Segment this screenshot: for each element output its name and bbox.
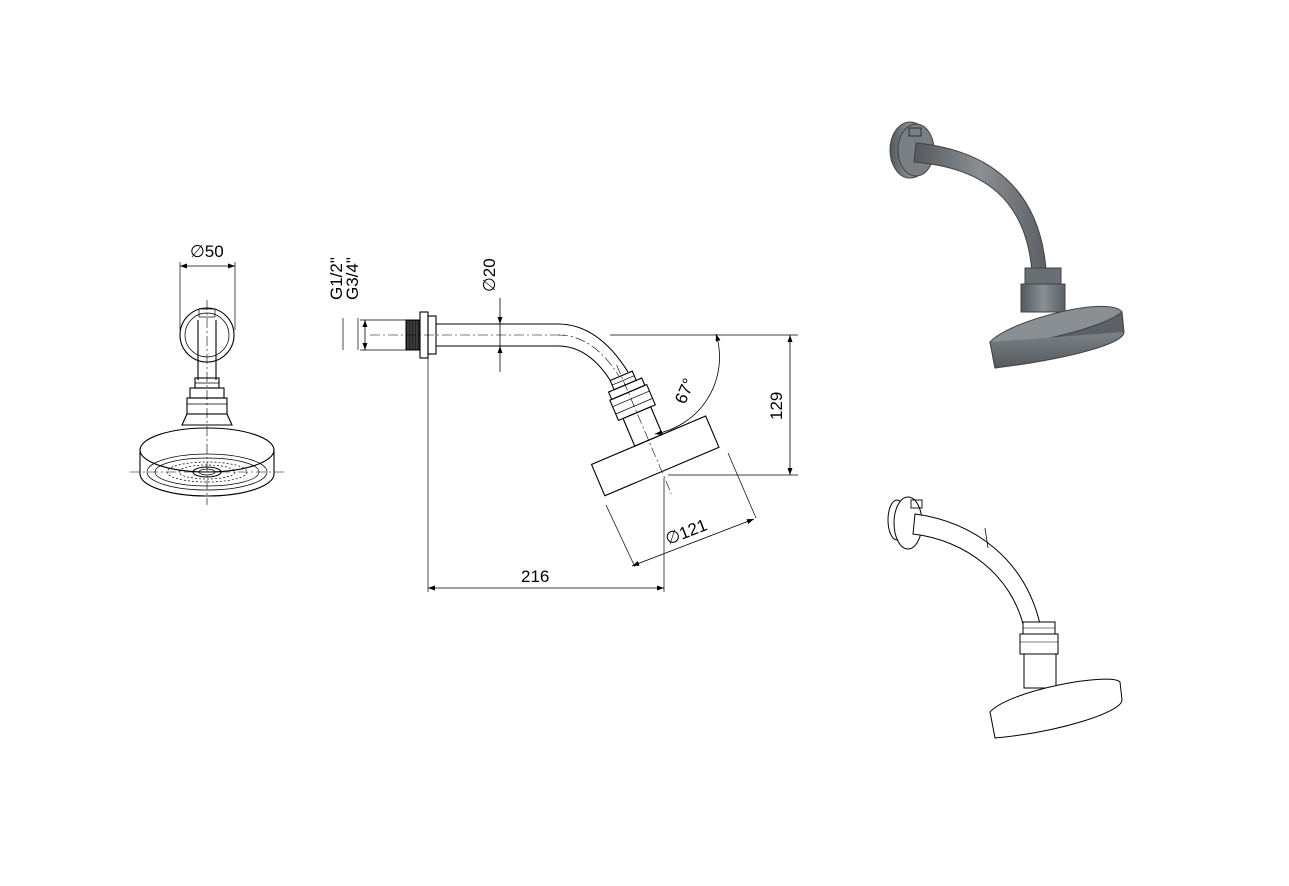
thread-label-g12: G1/2": [327, 257, 346, 300]
front-dia-label: ∅50: [190, 242, 224, 261]
pipe-dia-label: ∅20: [480, 258, 499, 292]
render-view-gunmetal: [889, 121, 1125, 369]
angle-label: 67°: [671, 375, 699, 406]
side-view: G1/2" G3/4" ∅20: [327, 257, 798, 592]
front-view: ∅50: [130, 242, 285, 505]
height-label: 129: [767, 392, 786, 420]
length-label: 216: [521, 567, 549, 586]
head-dia-label: ∅121: [663, 516, 710, 549]
render-view-outline: [887, 496, 1123, 739]
thread-label-g34: G3/4": [343, 257, 362, 300]
